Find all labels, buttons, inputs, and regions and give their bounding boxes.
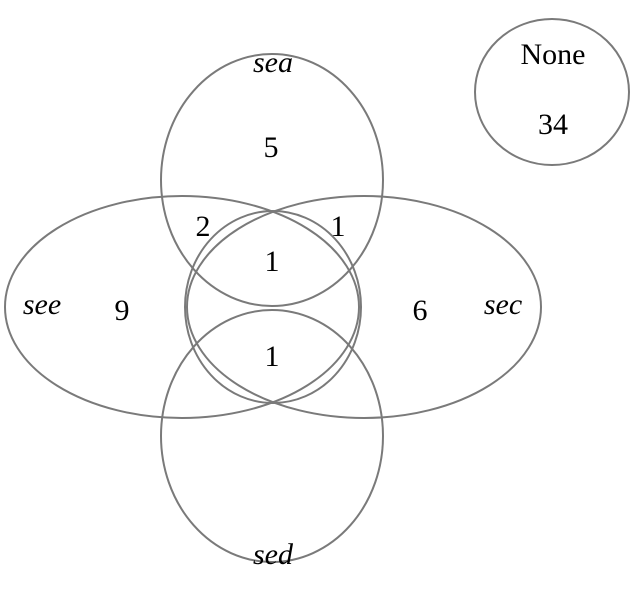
- set-sec-ellipse: [186, 195, 542, 419]
- set-sea-ellipse: [160, 53, 384, 307]
- count-sea-only: 5: [264, 131, 279, 164]
- count-see-only: 9: [115, 294, 130, 327]
- set-see-ellipse: [4, 195, 360, 419]
- none-circle: [474, 18, 630, 166]
- none-count: 34: [538, 108, 568, 141]
- count-sec-only: 6: [413, 294, 428, 327]
- set-label-sed: sed: [253, 538, 294, 571]
- set-label-sea: sea: [253, 46, 293, 79]
- set-label-see: see: [23, 288, 61, 321]
- none-label: None: [521, 38, 586, 71]
- count-sed-center: 1: [265, 340, 280, 373]
- center-ellipse: [184, 210, 362, 404]
- count-sea-sec: 1: [331, 210, 346, 243]
- count-sea-center: 1: [265, 245, 280, 278]
- count-sea-see: 2: [196, 210, 211, 243]
- set-sed-ellipse: [160, 309, 384, 563]
- set-label-sec: sec: [484, 288, 522, 321]
